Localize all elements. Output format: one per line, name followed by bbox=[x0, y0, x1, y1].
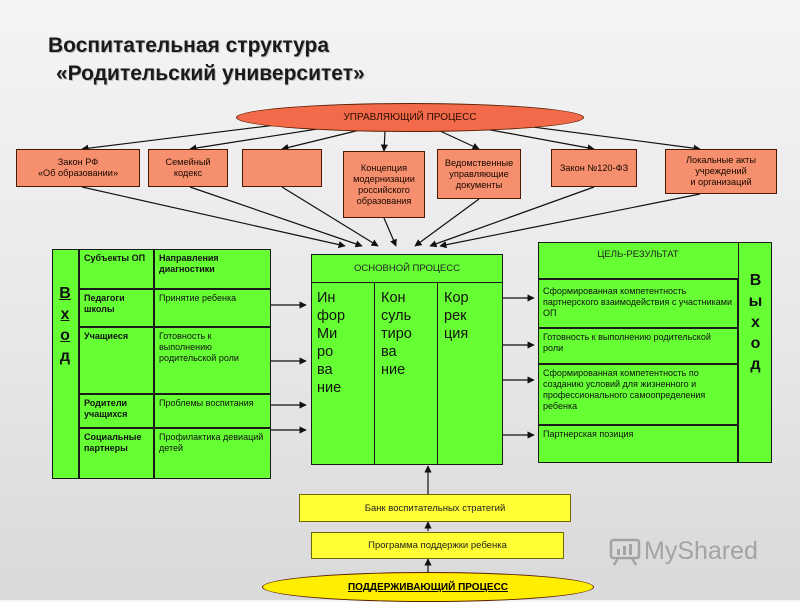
output-title: ЦЕЛЬ-РЕЗУЛЬТАТ bbox=[538, 242, 738, 279]
input-subject-teachers: Педагоги школы bbox=[79, 289, 154, 327]
supporting-process-label: ПОДДЕРЖИВАЮЩИЙ ПРОЦЕСС bbox=[347, 581, 509, 593]
main-process-column-informing: Ин фор Ми ро ва ние bbox=[311, 283, 375, 465]
input-header-subjects: Субъекты ОП bbox=[79, 249, 154, 289]
doc-law-120: Закон №120-ФЗ bbox=[551, 149, 637, 187]
input-vertical-label: В х о д bbox=[52, 249, 79, 479]
output-vertical-label: В ы х о д bbox=[738, 242, 772, 463]
myshared-logo: MyShared bbox=[608, 536, 758, 566]
main-process-column-correction: Кор рек ция bbox=[444, 290, 469, 342]
input-direction-readiness: Готовность к выполнению родительской рол… bbox=[154, 327, 271, 394]
child-support-program-box: Программа поддержки ребенка bbox=[311, 532, 564, 559]
output-item: Сформированная компетентность партнерско… bbox=[538, 279, 738, 328]
strategy-bank-box: Банк воспитательных стратегий bbox=[299, 494, 571, 522]
supporting-process-ellipse: ПОДДЕРЖИВАЮЩИЙ ПРОЦЕСС bbox=[262, 572, 594, 602]
main-process-column-consulting: Кон суль тиро ва ние bbox=[375, 283, 438, 465]
presentation-icon bbox=[609, 538, 641, 566]
output-letter: д bbox=[750, 356, 761, 373]
input-subject-parents: Родители учащихся bbox=[79, 394, 154, 428]
doc-law-education: Закон РФ «Об образовании» bbox=[16, 149, 140, 187]
doc-family-code: Семейный кодекс bbox=[148, 149, 228, 187]
output-item: Партнерская позиция bbox=[538, 425, 738, 463]
main-process-panel bbox=[311, 254, 503, 465]
doc-departmental: Ведомственные управляющие документы bbox=[437, 149, 521, 199]
output-item: Готовность к выполнению родительской рол… bbox=[538, 328, 738, 364]
input-letter: В bbox=[59, 285, 71, 302]
managing-process-label: УПРАВЛЯЮЩИЙ ПРОЦЕСС bbox=[343, 112, 477, 123]
input-letter: х bbox=[60, 306, 70, 323]
managing-process-ellipse: УПРАВЛЯЮЩИЙ ПРОЦЕСС bbox=[236, 103, 584, 132]
main-process-title: ОСНОВНОЙ ПРОЦЕСС bbox=[311, 254, 503, 283]
input-letter: о bbox=[60, 327, 70, 344]
input-header-directions: Направления диагностики bbox=[154, 249, 271, 289]
output-item: Сформированная компетентность по создани… bbox=[538, 364, 738, 425]
input-direction-acceptance: Принятие ребенка bbox=[154, 289, 271, 327]
output-letter: х bbox=[751, 314, 760, 331]
page-title-line2: «Родительский университет» bbox=[56, 62, 365, 85]
input-direction-prevention: Профилактика девиаций детей bbox=[154, 428, 271, 479]
input-direction-problems: Проблемы воспитания bbox=[154, 394, 271, 428]
output-letter: ы bbox=[748, 293, 763, 310]
input-subject-students: Учащиеся bbox=[79, 327, 154, 394]
watermark-text: MyShared bbox=[644, 536, 758, 565]
output-letter: В bbox=[749, 272, 762, 289]
doc-modernization-concept: Концепция модернизации российского образ… bbox=[343, 151, 425, 218]
doc-local-acts: Локальные акты учреждений и организаций bbox=[665, 149, 777, 194]
input-subject-partners: Социальные партнеры bbox=[79, 428, 154, 479]
input-letter: д bbox=[59, 348, 71, 365]
output-letter: о bbox=[750, 335, 761, 352]
page-title-line1: Воспитательная структура bbox=[48, 34, 330, 57]
doc-empty-box bbox=[242, 149, 322, 187]
